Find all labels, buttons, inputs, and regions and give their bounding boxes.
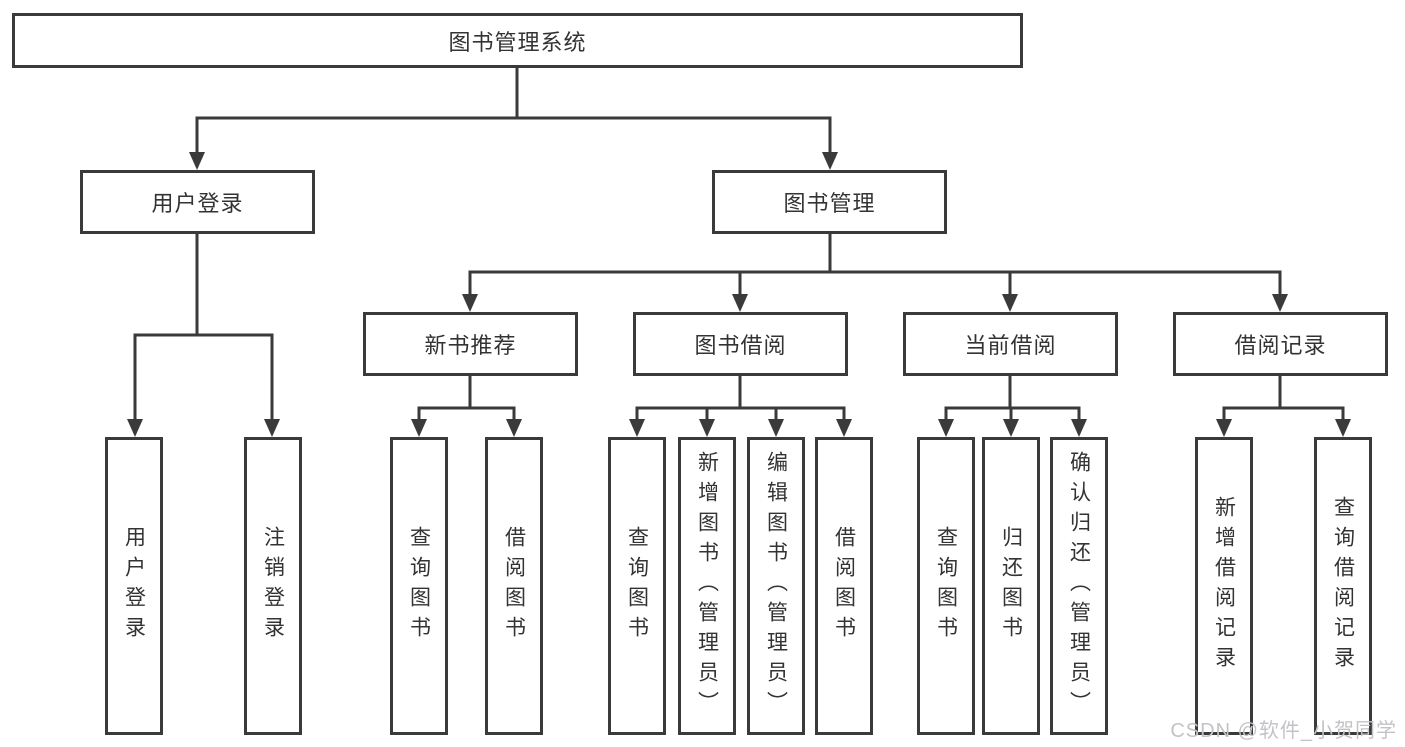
arrowhead-down	[264, 419, 280, 437]
node-borrow-records: 借阅记录	[1173, 312, 1388, 376]
arrowhead-down	[189, 152, 205, 170]
arrowhead-down	[732, 294, 748, 312]
leaf-nbr-query-books-label: 查询图书	[407, 526, 431, 646]
node-book-management: 图书管理	[712, 170, 947, 234]
arrowhead-down	[768, 419, 784, 437]
leaf-bb-add-books-admin: 新增图书（管理员）	[678, 437, 736, 735]
leaf-user-login: 用户登录	[105, 437, 163, 735]
node-root: 图书管理系统	[12, 13, 1023, 68]
leaf-bb-query-books-label: 查询图书	[625, 526, 649, 646]
connector-current-borrowing-children	[938, 376, 1087, 437]
leaf-user-login-label: 用户登录	[122, 526, 146, 646]
node-user-login-label: 用户登录	[151, 191, 244, 216]
arrowhead-down	[822, 152, 838, 170]
arrowhead-down	[836, 419, 852, 437]
leaf-nbr-borrow-books: 借阅图书	[485, 437, 543, 735]
arrowhead-down	[1272, 294, 1288, 312]
leaf-br-add-borrow-record: 新增借阅记录	[1195, 437, 1253, 735]
leaf-br-add-borrow-record-label: 新增借阅记录	[1212, 496, 1236, 676]
leaf-cb-return-books-label: 归还图书	[999, 526, 1023, 646]
node-book-management-label: 图书管理	[783, 191, 876, 216]
connector-new-book-recommend-children	[411, 376, 522, 437]
leaf-cb-confirm-return-admin-label: 确认归还（管理员）	[1067, 451, 1091, 721]
leaf-br-query-borrow-record: 查询借阅记录	[1314, 437, 1372, 735]
leaf-logout: 注销登录	[244, 437, 302, 735]
arrowhead-down	[1003, 419, 1019, 437]
node-current-borrowing: 当前借阅	[903, 312, 1118, 376]
arrowhead-down	[1335, 419, 1351, 437]
arrowhead-down	[1071, 419, 1087, 437]
leaf-bb-borrow-books-label: 借阅图书	[832, 526, 856, 646]
leaf-cb-query-books-label: 查询图书	[934, 526, 958, 646]
leaf-bb-edit-books-admin-label: 编辑图书（管理员）	[764, 451, 788, 721]
arrowhead-down	[462, 294, 478, 312]
leaf-nbr-query-books: 查询图书	[390, 437, 448, 735]
leaf-cb-query-books: 查询图书	[917, 437, 975, 735]
leaf-nbr-borrow-books-label: 借阅图书	[502, 526, 526, 646]
arrowhead-down	[1216, 419, 1232, 437]
arrowhead-down	[629, 419, 645, 437]
arrowhead-down	[699, 419, 715, 437]
arrowhead-down	[938, 419, 954, 437]
connector-borrow-records-children	[1216, 376, 1351, 437]
leaf-bb-query-books: 查询图书	[608, 437, 666, 735]
leaf-cb-confirm-return-admin: 确认归还（管理员）	[1050, 437, 1108, 735]
node-root-label: 图书管理系统	[448, 29, 587, 55]
leaf-br-query-borrow-record-label: 查询借阅记录	[1331, 496, 1355, 676]
arrowhead-down	[1002, 294, 1018, 312]
node-borrow-records-label: 借阅记录	[1234, 333, 1327, 358]
leaf-logout-label: 注销登录	[261, 526, 285, 646]
leaf-bb-borrow-books: 借阅图书	[815, 437, 873, 735]
connector-book-management-children	[462, 234, 1288, 312]
node-book-borrowing: 图书借阅	[633, 312, 848, 376]
connector-root-to-level2	[189, 68, 838, 170]
leaf-bb-edit-books-admin: 编辑图书（管理员）	[747, 437, 805, 735]
csdn-watermark: CSDN @软件_小贺同学	[1170, 720, 1397, 742]
leaf-bb-add-books-admin-label: 新增图书（管理员）	[695, 451, 719, 721]
node-book-borrowing-label: 图书借阅	[694, 333, 787, 358]
arrowhead-down	[506, 419, 522, 437]
arrowhead-down	[411, 419, 427, 437]
node-new-book-recommend: 新书推荐	[363, 312, 578, 376]
leaf-cb-return-books: 归还图书	[982, 437, 1040, 735]
node-new-book-recommend-label: 新书推荐	[424, 333, 517, 358]
arrowhead-down	[127, 419, 143, 437]
connector-user-login-children	[127, 234, 280, 437]
connector-book-borrowing-children	[629, 376, 852, 437]
node-current-borrowing-label: 当前借阅	[964, 333, 1057, 358]
node-user-login: 用户登录	[80, 170, 315, 234]
